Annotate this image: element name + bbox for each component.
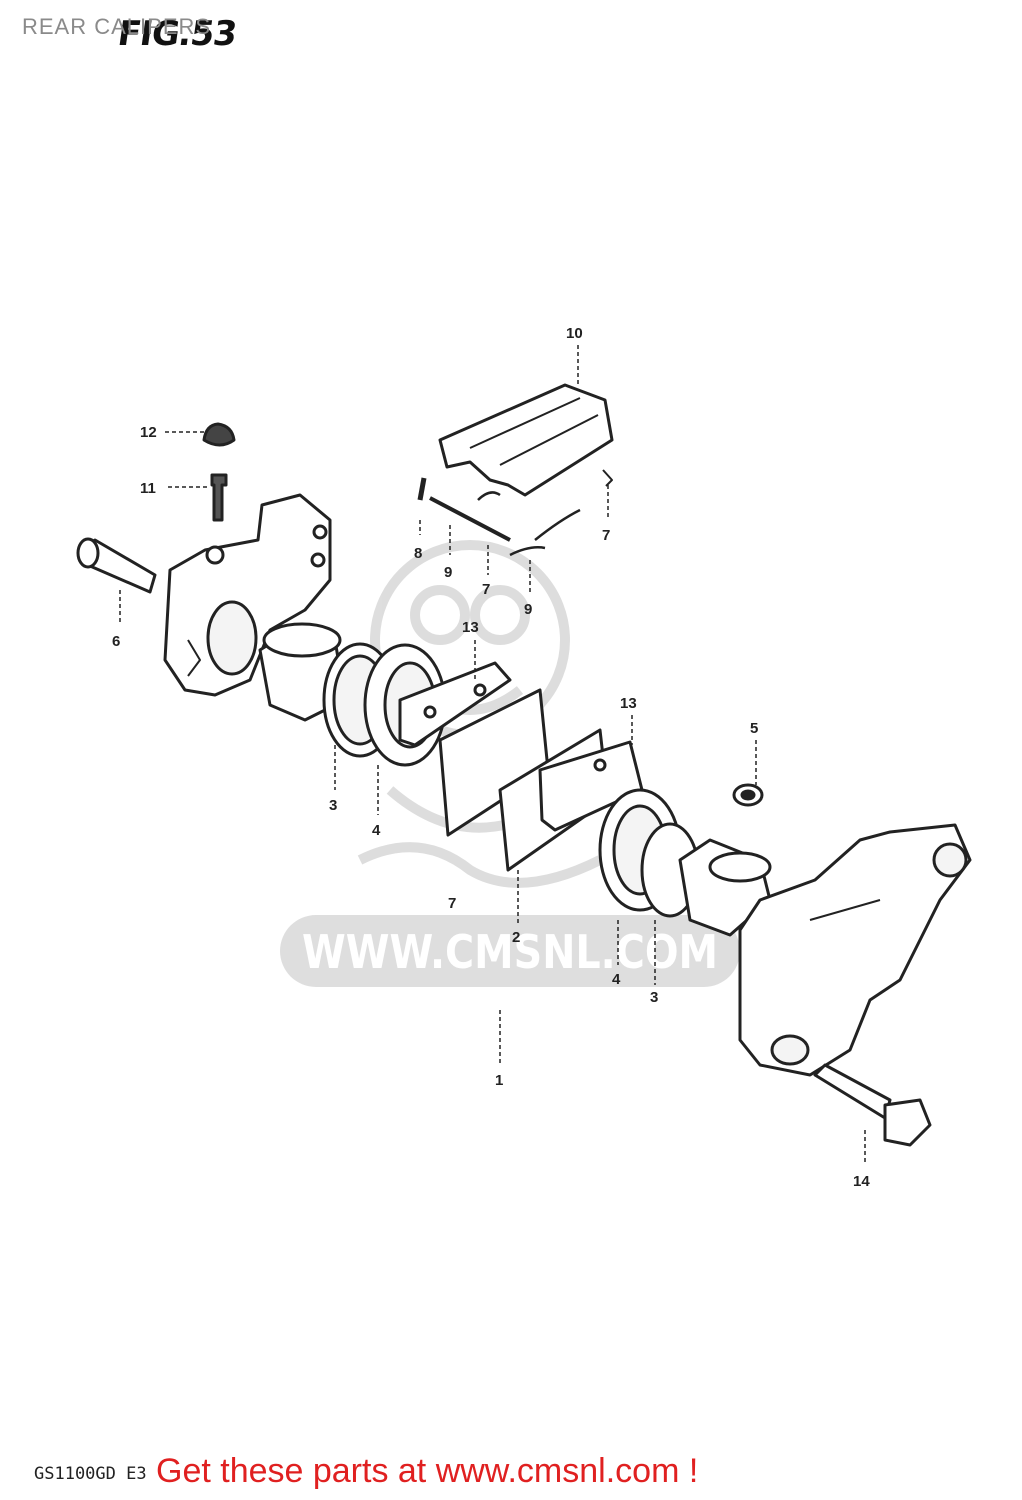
page-title: REAR CALIPERS — [22, 14, 212, 39]
washer — [732, 783, 764, 807]
callout-3-left: 3 — [329, 797, 337, 814]
callout-3-right: 3 — [650, 989, 658, 1006]
callout-14: 14 — [853, 1173, 870, 1190]
callout-12: 12 — [140, 424, 157, 441]
callout-7-pin: 7 — [482, 581, 490, 598]
shim-left — [398, 661, 512, 747]
model-code: GS1100GD E3 — [34, 1464, 147, 1484]
callout-7-right: 7 — [602, 527, 610, 544]
shim-right — [538, 740, 644, 832]
watermark-url: WWW.CMSNL.COM — [302, 925, 718, 979]
leader-lines — [119, 345, 866, 1165]
pad-cover — [438, 383, 614, 497]
piston-right — [678, 838, 772, 937]
callout-4-left: 4 — [372, 822, 381, 839]
callout-11: 11 — [140, 480, 156, 497]
callout-5: 5 — [750, 720, 758, 737]
callout-13-right: 13 — [620, 695, 637, 712]
bleeder-valve — [210, 473, 228, 522]
callout-6: 6 — [112, 633, 120, 650]
watermark: WWW.CMSNL.COM — [280, 540, 740, 987]
callout-2: 2 — [512, 929, 520, 946]
watermark-banner — [280, 915, 740, 987]
callout-9-upper: 9 — [444, 564, 452, 581]
caliper-bolt-lower — [813, 1063, 932, 1147]
callout-9-lower: 9 — [524, 601, 532, 618]
callout-1: 1 — [495, 1072, 503, 1089]
caliper-housing-outer — [163, 493, 332, 697]
pad-pins-and-clips — [417, 477, 581, 557]
callout-8: 8 — [414, 545, 422, 562]
callout-7-pad: 7 — [448, 895, 456, 912]
caliper-housing-inner — [738, 823, 972, 1077]
cta-link[interactable]: Get these parts at www.cmsnl.com ! — [156, 1452, 699, 1490]
callout-13-left: 13 — [462, 619, 479, 636]
bleeder-cap — [202, 422, 236, 447]
callout-10: 10 — [566, 325, 583, 342]
callout-4-right: 4 — [612, 971, 621, 988]
caliper-bolt-upper — [76, 537, 157, 594]
callout-labels: 10 12 11 8 9 7 9 7 6 13 13 5 3 4 7 2 4 3… — [112, 325, 870, 1190]
